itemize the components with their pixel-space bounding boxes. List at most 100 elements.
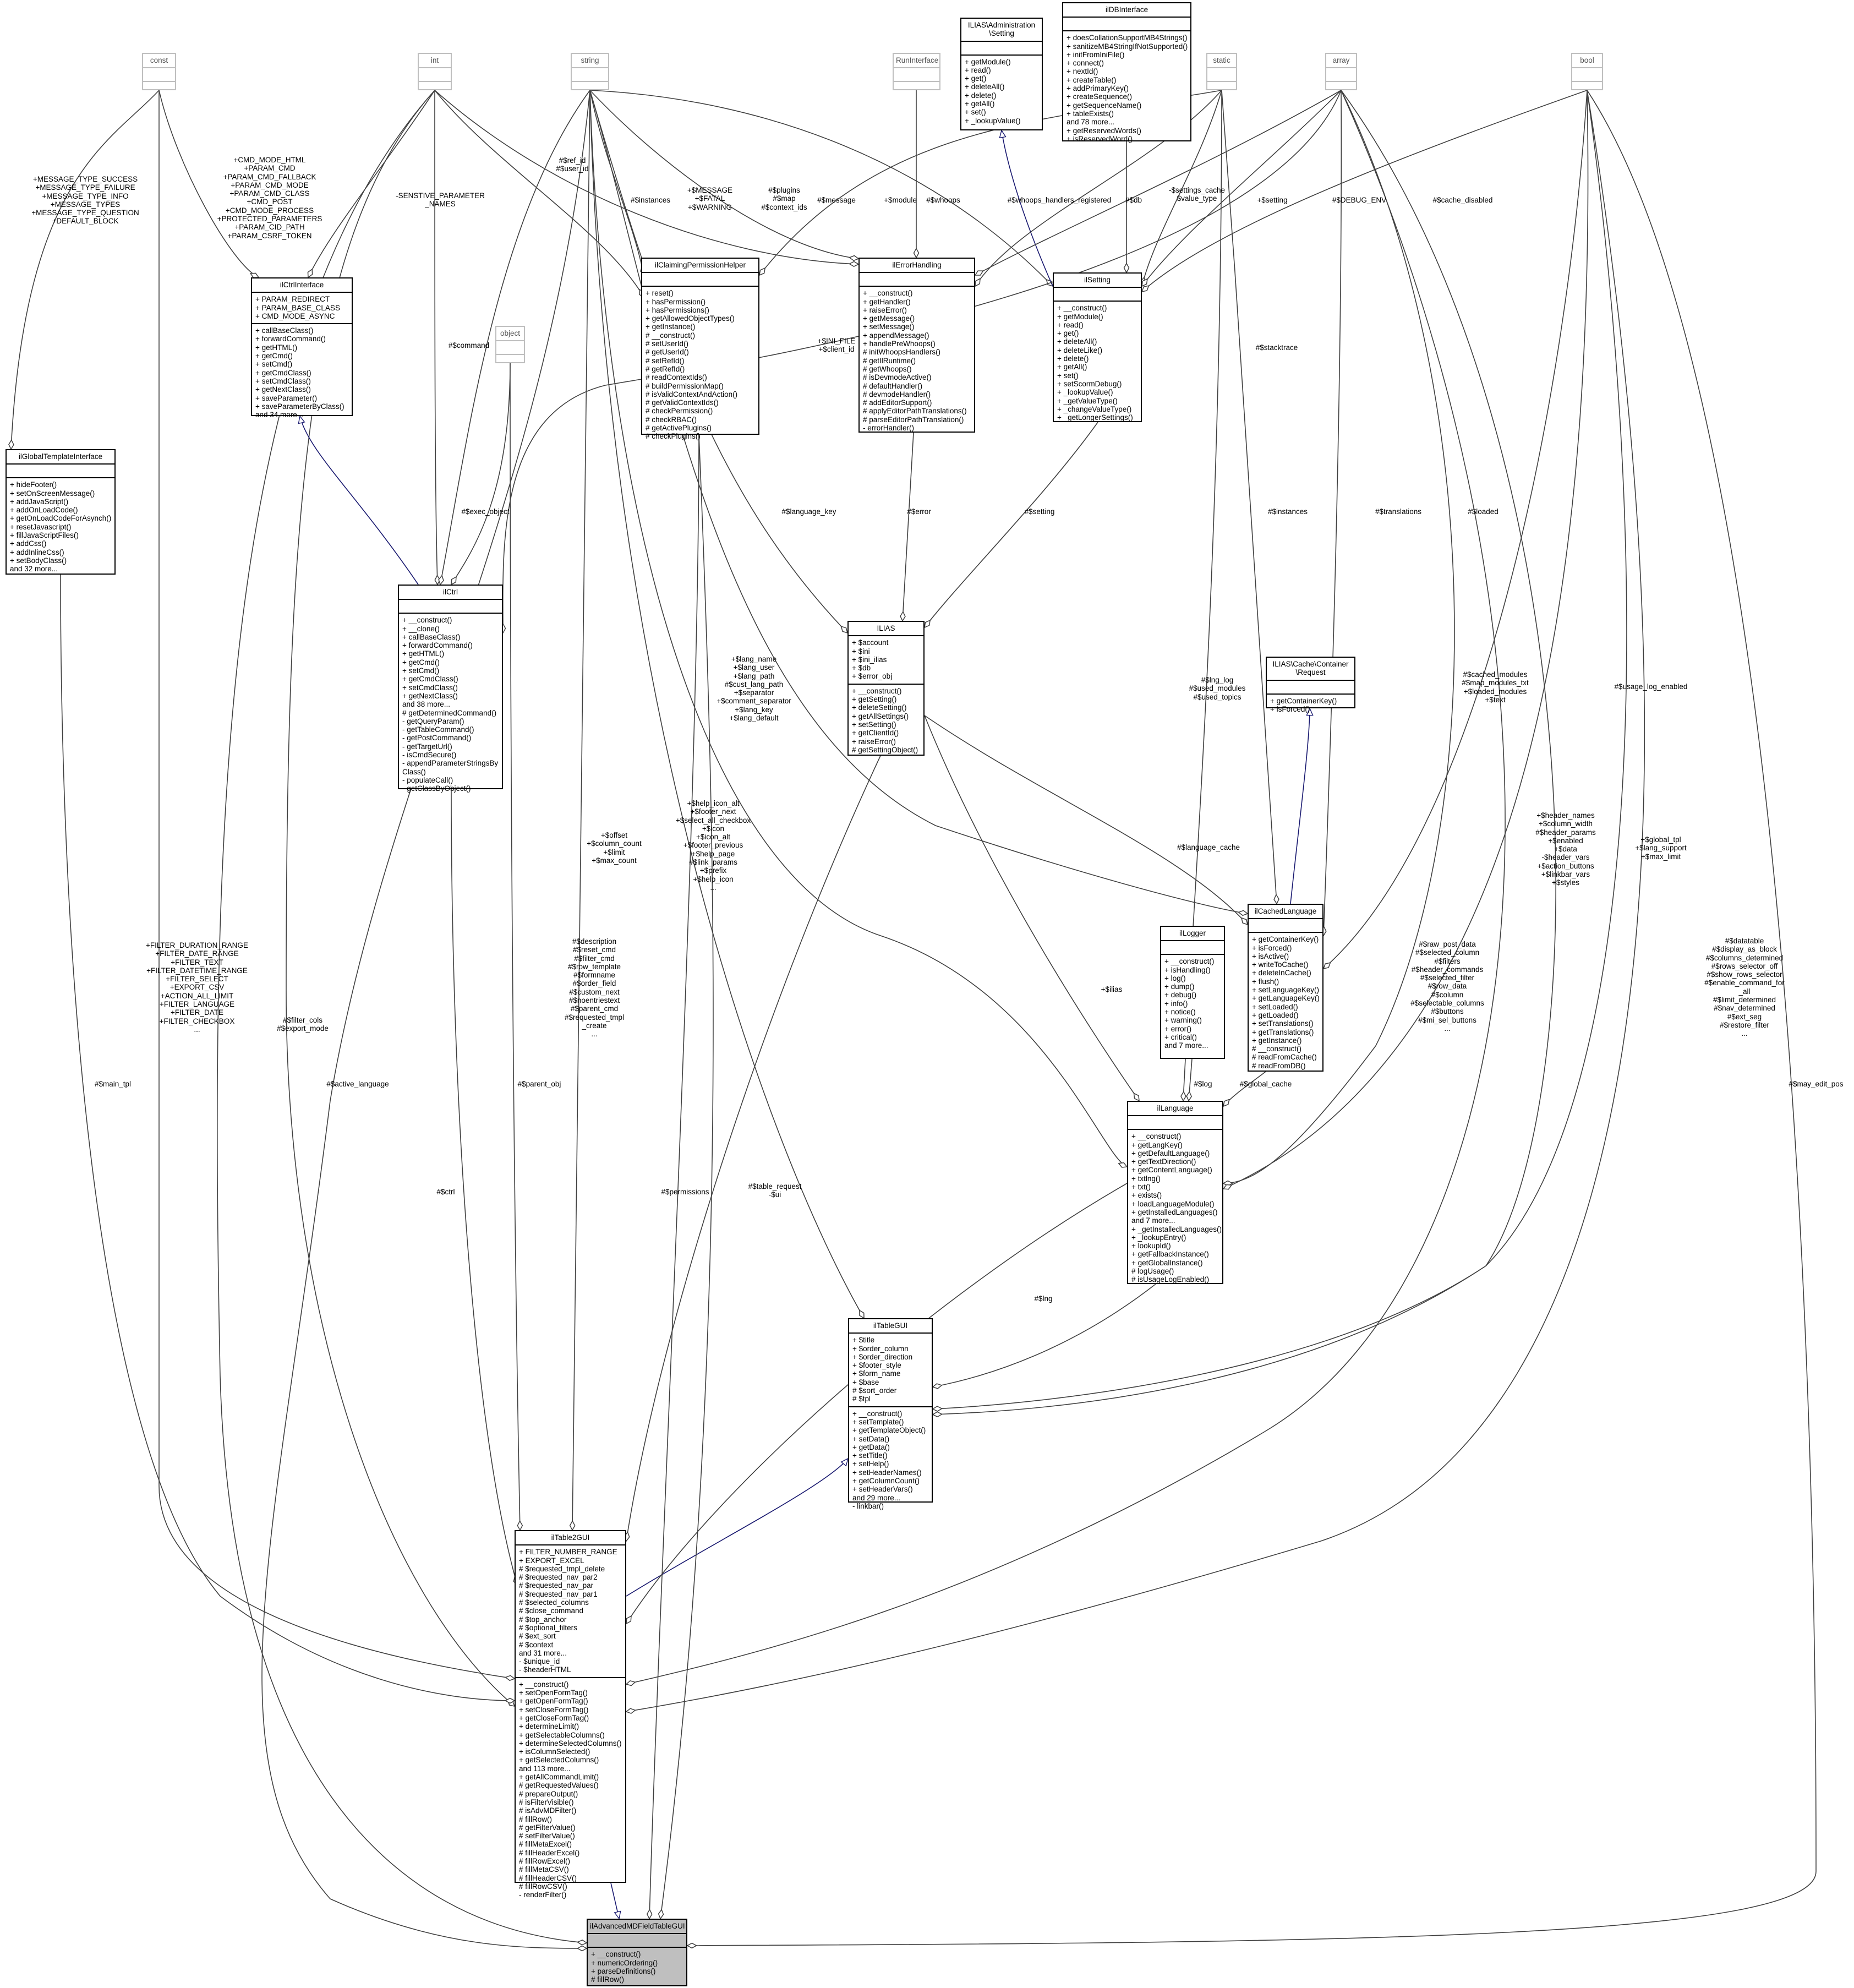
class-node-string[interactable]: string — [571, 53, 609, 90]
method: # applyEditorPathTranslations() — [863, 407, 967, 416]
method: + critical() — [1164, 1033, 1197, 1041]
class-node-illanguage[interactable]: ilLanguage+ __construct()+ getLangKey()+… — [1127, 1101, 1223, 1284]
class-name: ilLogger — [1179, 929, 1206, 937]
class-attributes — [860, 272, 974, 286]
method: - errorHandler() — [863, 424, 915, 433]
edge-ctrl-ctrlinterface — [300, 416, 419, 585]
class-node-ildbinterface[interactable]: ilDBInterface+ doesCollationSupportMB4St… — [1062, 2, 1191, 143]
class-node-ilctrlinterface[interactable]: ilCtrlInterface+ PARAM_REDIRECT+ PARAM_B… — [251, 277, 353, 419]
method: + setData() — [852, 1434, 890, 1443]
method: # fillHeaderExcel() — [519, 1848, 580, 1857]
method: + __construct() — [402, 616, 452, 625]
class-name: bool — [1580, 56, 1594, 64]
attribute: + $error_obj — [852, 672, 893, 681]
method: + getInstalledLanguages() — [1131, 1208, 1218, 1216]
method: + setCmdClass() — [402, 683, 458, 692]
class-node-illogger[interactable]: ilLogger+ __construct()+ isHandling()+ l… — [1160, 926, 1225, 1059]
method: + getModule() — [1057, 312, 1103, 321]
attribute: + FILTER_NUMBER_RANGE — [519, 1548, 617, 1556]
edge-label-l_setting1: +$setting — [1257, 196, 1288, 204]
method: + _lookupEntry() — [1131, 1233, 1186, 1242]
method: - getTargetUrl() — [402, 742, 452, 751]
method: + numericOrdering() — [591, 1958, 658, 1967]
method: + notice() — [1164, 1008, 1196, 1017]
method: + deleteAll() — [1057, 337, 1097, 346]
class-node-ilcachedlanguage[interactable]: ilCachedLanguage+ getContainerKey()+ isF… — [1248, 904, 1323, 1072]
class-methods: + __construct()+ setTemplate()+ getTempl… — [849, 1406, 932, 1514]
method: + _changeValueType() — [1057, 405, 1132, 413]
class-node-bool[interactable]: bool — [1571, 53, 1603, 90]
class-name: ilDBInterface — [1105, 6, 1149, 14]
method: + get() — [1057, 329, 1079, 338]
attribute: + CMD_MODE_ASYNC — [255, 312, 335, 320]
class-node-ilglobaltemplate[interactable]: ilGlobalTemplateInterface+ hideFooter()+… — [6, 449, 116, 575]
method: + read() — [965, 65, 991, 74]
class-methods: + __construct()+ getModule()+ read()+ ge… — [1054, 301, 1141, 424]
method: # isUsageLogEnabled() — [1131, 1275, 1210, 1284]
method: + __clone() — [402, 624, 440, 633]
method: and 7 more... — [1131, 1216, 1175, 1225]
method: + writeToCache() — [1252, 960, 1309, 969]
class-attributes — [7, 463, 114, 477]
method: + setSetting() — [852, 720, 896, 729]
edge-iltablegui-table2gui — [626, 1459, 848, 1597]
class-node-iliassetting[interactable]: ILIAS\Administration \Setting+ getModule… — [960, 18, 1043, 130]
method: + set() — [965, 108, 986, 117]
edge-label-l_activelang: #$active_language — [326, 1080, 389, 1088]
method: # fillRow() — [591, 1975, 625, 1984]
class-methods: + __construct()+ getHandler()+ raiseErro… — [860, 286, 974, 435]
method: + hasPermission() — [646, 297, 706, 306]
class-node-object[interactable]: object — [495, 326, 525, 363]
class-node-ilsetting[interactable]: ilSetting+ __construct()+ getModule()+ r… — [1053, 272, 1142, 422]
method: + exists() — [1131, 1191, 1162, 1200]
class-methods — [894, 81, 939, 95]
class-methods: + callBaseClass()+ forwardCommand()+ get… — [252, 323, 352, 422]
class-name: string — [581, 56, 599, 64]
attribute: + $account — [852, 638, 889, 647]
method: + getAll() — [1057, 363, 1087, 372]
method: - getClassByObject() — [402, 784, 471, 793]
method: + determineSelectedColumns() — [519, 1739, 622, 1747]
class-node-runinterface[interactable]: RunInterface — [893, 53, 940, 90]
method: + getContainerKey() — [1252, 935, 1319, 944]
method: + setHeaderNames() — [852, 1468, 922, 1477]
class-node-int[interactable]: int — [418, 53, 452, 90]
class-node-iladvanced[interactable]: ilAdvancedMDFieldTableGUI+ __construct()… — [587, 1919, 687, 1986]
class-node-iltablegui[interactable]: ilTableGUI+ $title+ $order_column+ $orde… — [848, 1318, 933, 1510]
method: + getContainerKey() — [1270, 696, 1337, 705]
method: + setCloseFormTag() — [519, 1705, 589, 1714]
edge-label-l_debugenv: #$DEBUG_ENV — [1332, 196, 1387, 204]
attribute: + $form_name — [852, 1369, 901, 1378]
attribute: + PARAM_BASE_CLASS — [255, 303, 340, 312]
class-node-ilclaiming[interactable]: ilClaimingPermissionHelper+ reset()+ has… — [641, 258, 759, 440]
method: + setTitle() — [852, 1451, 888, 1460]
class-node-ilias[interactable]: ILIAS+ $account+ $ini+ $ini_ilias+ $db+ … — [847, 621, 925, 756]
attribute: + $db — [852, 664, 871, 673]
class-node-cacherequest[interactable]: ILIAS\Cache\Container \Request + getConta… — [1266, 657, 1355, 713]
class-name: static — [1213, 56, 1230, 64]
method: + isForced() — [1252, 943, 1292, 952]
edge-int-ctrlinterface — [308, 90, 435, 277]
class-methods: + __construct()+ setOpenFormTag()+ getOp… — [516, 1676, 625, 1902]
method: + forwardCommand() — [255, 335, 326, 343]
method: + hideFooter() — [10, 480, 57, 489]
method: + getTextDirection() — [1131, 1157, 1196, 1166]
class-node-array[interactable]: array — [1325, 53, 1357, 90]
edge-label-l_msgtypes: +MESSAGE_TYPE_SUCCESS +MESSAGE_TYPE_FAIL… — [31, 175, 139, 226]
method: + getNextClass() — [402, 691, 458, 700]
class-node-iltable2gui[interactable]: ilTable2GUI+ FILTER_NUMBER_RANGE+ EXPORT… — [515, 1530, 626, 1899]
class-name: object — [500, 329, 521, 337]
edge-claiming-advanced — [660, 434, 714, 1919]
class-node-const[interactable]: const — [142, 53, 176, 90]
class-name: ILIAS\Cache\Container \Request — [1272, 660, 1349, 677]
class-node-ilerrorhandling[interactable]: ilErrorHandling+ __construct()+ getHandl… — [858, 258, 975, 433]
method: + createSequence() — [1067, 92, 1132, 101]
method: # getRequestedValues() — [519, 1781, 599, 1790]
class-node-ilctrl[interactable]: ilCtrl+ __construct()+ __clone()+ callBa… — [398, 585, 503, 793]
edge-cachedlang-illanguage — [1223, 1071, 1266, 1106]
edge-string-ctrl — [440, 90, 590, 585]
edge-globaltemplate-table2gui — [60, 574, 515, 1701]
class-methods: + hideFooter()+ setOnScreenMessage()+ ad… — [7, 477, 114, 576]
class-node-static[interactable]: static — [1206, 53, 1237, 90]
edge-bool-table2gui — [626, 90, 1645, 1712]
